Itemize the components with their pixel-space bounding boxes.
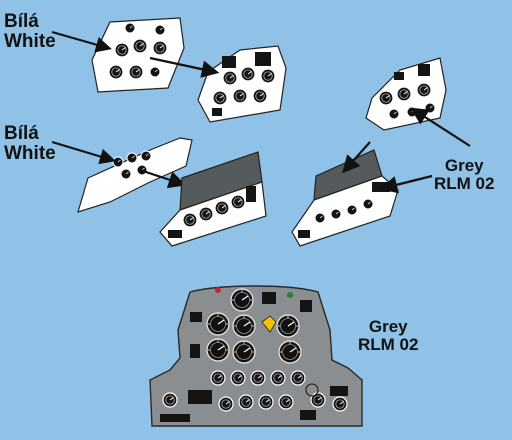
label-white-mid-czech: Bílá [4,123,39,144]
right-lower-panel [291,149,399,247]
label-grey-bottom-line1: Grey [368,317,408,336]
label-grey-right-line1: Grey [444,156,484,175]
label-grey-bottom: Grey RLM 02 [358,318,418,354]
side-console-white [77,137,193,213]
arrow-grey-right-top [410,107,471,147]
label-grey-right: Grey RLM 02 [434,157,494,193]
right-upper-panel [365,57,447,131]
label-white-mid: Bílá White [4,124,56,164]
label-grey-bottom-line2: RLM 02 [358,334,419,354]
arrow-white-mid [51,141,116,165]
warning-light-red [215,287,221,293]
label-white-mid-english: White [4,142,56,164]
upper-panel-white [91,17,185,93]
arrow-white-top [51,31,112,53]
label-grey-right-line2: RLM 02 [434,173,495,193]
label-white-top-english: White [4,30,56,52]
arrow-grey-right-mid [379,174,433,194]
arrow-white-top-2 [149,56,220,78]
label-white-top: Bílá White [4,12,56,52]
main-instrument-panel [149,285,363,427]
label-white-top-czech: Bílá [4,11,39,32]
side-panel-grey [159,151,267,247]
warning-light-green [287,292,293,298]
upper-panel-grey [197,45,287,123]
arrow-white-mid-2 [139,168,187,189]
arrow-grey-right-mid-2 [342,141,371,174]
yellow-handle-icon [261,315,277,333]
